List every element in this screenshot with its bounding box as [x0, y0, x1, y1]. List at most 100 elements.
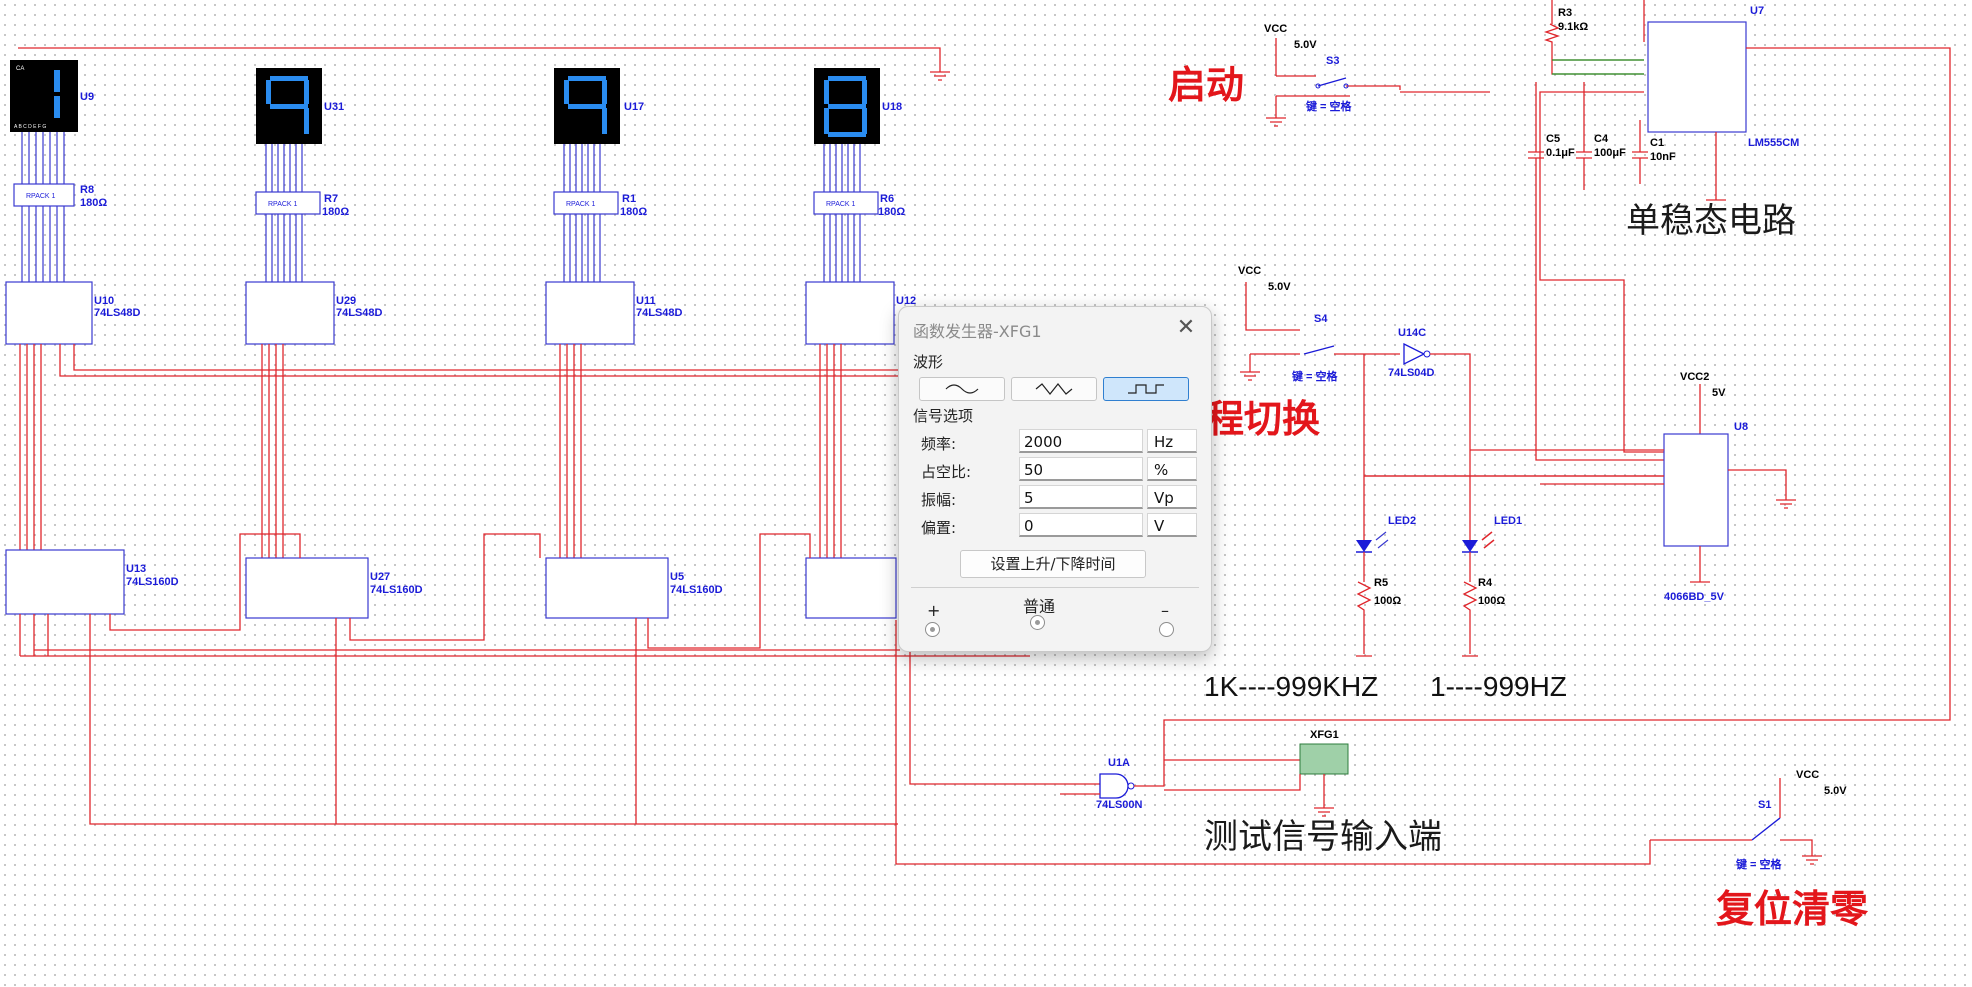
resistor-pack-r8[interactable]: [13, 183, 75, 207]
led2-icon: [1356, 540, 1372, 552]
svg-text:S3: S3: [1326, 55, 1339, 67]
svg-text:LED2: LED2: [1388, 515, 1416, 527]
triangle-wave-icon: [1035, 383, 1073, 395]
dialog-title: 函数发生器-XFG1: [913, 322, 1042, 341]
svg-text:74LS00N: 74LS00N: [1096, 799, 1143, 811]
inverter-u14c[interactable]: [1403, 342, 1426, 366]
square-wave-icon: [1128, 384, 1164, 394]
svg-text:U8: U8: [1734, 421, 1748, 433]
terminal-minus[interactable]: [1159, 622, 1174, 637]
offset-label: 偏置:: [921, 519, 957, 537]
svg-text:键 = 空格: 键 = 空格: [1305, 99, 1353, 113]
svg-text:VCC: VCC: [1238, 265, 1261, 277]
frequency-input[interactable]: 2000: [1019, 429, 1143, 453]
counter-u12-area[interactable]: [805, 557, 897, 619]
svg-text:74LS160D: 74LS160D: [126, 576, 179, 588]
resistor-pack-r6[interactable]: [813, 191, 879, 215]
range-label-khz: 1K----999KHZ: [1204, 671, 1378, 702]
svg-text:4066BD_5V: 4066BD_5V: [1664, 591, 1725, 603]
svg-text:9.1kΩ: 9.1kΩ: [1558, 21, 1588, 33]
start-label: 启动: [1168, 63, 1244, 107]
digit-column-1: CA A B C D E F G U9 RPACK 1 R8 180Ω U10 …: [5, 60, 179, 656]
display-ref: U9: [80, 91, 94, 103]
sine-wave-icon: [945, 384, 979, 394]
svg-text:键 = 空格: 键 = 空格: [1291, 369, 1339, 383]
resistor-pack-r7[interactable]: [255, 191, 321, 215]
range-label-hz: 1----999HZ: [1430, 671, 1567, 702]
range-switch-group: VCC 5.0V S4 键 = 空格 U14C 74LS04D 程切换: [1206, 265, 1664, 540]
svg-text:U5: U5: [670, 571, 684, 583]
svg-text:R5: R5: [1374, 577, 1388, 589]
amplitude-input[interactable]: 5: [1019, 485, 1143, 509]
close-icon[interactable]: ✕: [1176, 315, 1196, 340]
svg-text:U13: U13: [126, 563, 146, 575]
svg-text:180Ω: 180Ω: [80, 197, 107, 209]
svg-text:S1: S1: [1758, 799, 1771, 811]
offset-unit-select[interactable]: V: [1147, 513, 1197, 537]
input-stage: U1A 74LS00N XFG1 测试信号输入端: [1060, 729, 1442, 857]
svg-text:180Ω: 180Ω: [322, 206, 349, 218]
s1-switch[interactable]: [1751, 817, 1781, 841]
waveform-section-label: 波形: [913, 353, 944, 371]
svg-text:74LS48D: 74LS48D: [336, 307, 383, 319]
decoder-u10[interactable]: [5, 281, 93, 345]
rise-fall-time-button[interactable]: 设置上升/下降时间: [960, 550, 1146, 578]
nand-gate-u1a[interactable]: [1099, 773, 1129, 799]
terminal-plus[interactable]: [925, 622, 940, 637]
svg-text:180Ω: 180Ω: [620, 206, 647, 218]
function-generator-xfg1[interactable]: [1299, 743, 1349, 775]
frequency-unit-select[interactable]: Hz: [1147, 429, 1197, 453]
svg-text:U27: U27: [370, 571, 390, 583]
decoder-u29[interactable]: [245, 281, 335, 345]
terminal-common-label: 普通: [1023, 597, 1056, 616]
counter-u27[interactable]: [245, 557, 369, 619]
monostable-label: 单稳态电路: [1626, 201, 1796, 241]
square-wave-button[interactable]: [1103, 377, 1189, 401]
svg-text:74LS160D: 74LS160D: [370, 584, 423, 596]
svg-text:100Ω: 100Ω: [1374, 595, 1401, 607]
triangle-wave-button[interactable]: [1011, 377, 1097, 401]
switch-ic-u8[interactable]: [1663, 433, 1729, 547]
svg-text:C1: C1: [1650, 137, 1664, 149]
counter-u5[interactable]: [545, 557, 669, 619]
resistor-pack-r1[interactable]: [553, 191, 619, 215]
offset-input[interactable]: 0: [1019, 513, 1143, 537]
svg-text:VCC: VCC: [1264, 23, 1287, 35]
test-input-label: 测试信号输入端: [1204, 817, 1442, 857]
svg-text:A B C D E F G: A B C D E F G: [14, 124, 46, 130]
svg-text:5V: 5V: [1712, 387, 1726, 399]
digit-column-2: U31 RPACK 1 R7 180Ω U29 74LS48D U27 74LS…: [245, 68, 423, 619]
svg-text:RPACK 1: RPACK 1: [268, 201, 298, 208]
svg-text:5.0V: 5.0V: [1824, 785, 1847, 797]
terminal-common[interactable]: [1030, 615, 1045, 630]
function-generator-dialog: 函数发生器-XFG1 ✕ 波形 信号选项 频率: 2000 Hz 占空比: 50…: [898, 306, 1212, 652]
amplitude-unit-select[interactable]: Vp: [1147, 485, 1197, 509]
svg-text:100Ω: 100Ω: [1478, 595, 1505, 607]
svg-text:74LS160D: 74LS160D: [670, 584, 723, 596]
terminal-plus-label: +: [927, 601, 941, 620]
svg-text:100μF: 100μF: [1594, 147, 1626, 159]
svg-text:180Ω: 180Ω: [878, 206, 905, 218]
timer-u7[interactable]: [1647, 21, 1747, 133]
decoder-u11[interactable]: [545, 281, 635, 345]
digit-column-4: U18 RPACK 1 R6 180Ω U12: [805, 68, 916, 619]
seven-seg-display-u9[interactable]: [10, 60, 78, 132]
svg-text:C4: C4: [1594, 133, 1609, 145]
duty-cycle-input[interactable]: 50: [1019, 457, 1143, 481]
sine-wave-button[interactable]: [919, 377, 1005, 401]
s4-switch[interactable]: [1303, 345, 1335, 355]
decoder-u12[interactable]: [805, 281, 895, 345]
led-group: LED2 R5 100Ω LED1 R4 100Ω: [1356, 476, 1522, 657]
start-switch-group: VCC 5.0V S3 键 = 空格 启动: [1168, 23, 1490, 127]
svg-text:U12: U12: [896, 295, 916, 307]
duty-cycle-label: 占空比:: [921, 463, 972, 481]
svg-text:5.0V: 5.0V: [1294, 39, 1317, 51]
duty-cycle-unit[interactable]: %: [1147, 457, 1197, 481]
svg-text:R6: R6: [880, 193, 894, 205]
svg-text:0.1μF: 0.1μF: [1546, 147, 1575, 159]
svg-text:74LS48D: 74LS48D: [636, 307, 683, 319]
svg-text:U14C: U14C: [1398, 327, 1426, 339]
counter-u13[interactable]: [5, 549, 125, 615]
s3-switch[interactable]: [1317, 77, 1347, 87]
